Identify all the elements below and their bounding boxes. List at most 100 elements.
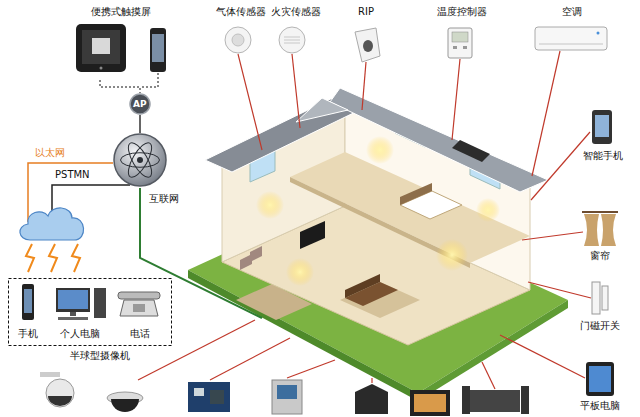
door-phone-icon [272, 380, 302, 414]
house-illustration [345, 274, 380, 298]
touch-phone-icon [150, 28, 166, 72]
node-label: AP [133, 99, 147, 110]
personal-computer-icon [94, 288, 106, 318]
node-label: 电话 [130, 328, 150, 340]
network-cloud [20, 208, 84, 240]
device-label: 空调 [562, 6, 582, 18]
device-label: 温度控制器 [437, 6, 487, 18]
air-conditioner-icon [539, 44, 603, 45]
wireless-bolt [49, 244, 57, 272]
house-illustration [300, 221, 325, 249]
personal-computer-icon [56, 288, 106, 320]
control-board-icon [188, 382, 230, 412]
motion-sensor-icon [355, 28, 380, 62]
leader-line [371, 378, 372, 383]
telephone-icon [133, 304, 145, 312]
touch-tablet-icon [100, 67, 103, 70]
door-contact-icon [602, 286, 608, 310]
tablet-icon [589, 366, 611, 392]
device-label: RIP [358, 6, 374, 18]
device-label: 门磁开关 [580, 320, 620, 332]
wireless-bolt [72, 244, 80, 272]
curtain-icon [601, 214, 616, 246]
access-point-circle: AP [129, 93, 151, 115]
telephone-icon [120, 300, 158, 316]
motion-sensor-icon [363, 40, 373, 52]
gas-sensor-icon [232, 34, 244, 46]
house-illustration [400, 183, 432, 205]
leader-line [292, 54, 300, 128]
tablet-icon [586, 362, 614, 396]
touch-screen-group: 便携式触摸屏 [70, 4, 172, 80]
photo-frame-icon [414, 394, 446, 412]
house-illustration [240, 254, 252, 270]
leader-line [522, 232, 583, 240]
device-label: 以太网 [35, 147, 65, 159]
dome-camera-icon [40, 372, 143, 412]
house-illustration [188, 88, 568, 401]
node-label: 便携式触摸屏 [91, 6, 151, 18]
device-label: 平板电脑 [580, 400, 620, 412]
control-board-icon [210, 390, 224, 404]
leader-line [452, 59, 460, 140]
air-conditioner-icon [535, 27, 607, 50]
house-illustration [436, 239, 468, 271]
fire-sensor-icon [279, 27, 305, 53]
device-label: PSTMN [55, 169, 90, 181]
wireless-bolt [26, 244, 34, 272]
fire-sensor-icon [279, 27, 305, 53]
leader-line [532, 51, 560, 176]
curtain-icon [582, 212, 618, 246]
personal-computer-icon [58, 290, 88, 309]
tablet-icon [586, 362, 614, 396]
leader-line [528, 282, 591, 298]
air-conditioner-icon [535, 27, 607, 50]
house-illustration [256, 191, 284, 219]
thermostat-icon [463, 46, 467, 49]
leader-line [362, 62, 366, 110]
touch-tablet-icon [92, 38, 110, 54]
leader-line [287, 360, 335, 378]
stereo-icon [462, 386, 529, 414]
leader-line [210, 338, 290, 380]
personal-computer-icon [70, 312, 76, 316]
node-label: 互联网 [149, 193, 179, 205]
gas-sensor-icon [225, 27, 251, 53]
thermostat-icon [453, 46, 457, 49]
dome-camera-icon [111, 399, 139, 412]
media-box-icon [355, 384, 388, 414]
mobile-phone-icon [22, 284, 34, 320]
leader-line [500, 335, 585, 378]
photo-frame-icon [410, 390, 450, 416]
house-illustration [286, 258, 314, 286]
touch-tablet-icon [76, 24, 126, 72]
door-phone-icon [277, 385, 297, 399]
device-label: 气体传感器 [216, 6, 266, 18]
dotted-wire [140, 73, 158, 87]
house-illustration [296, 98, 348, 122]
thermostat-icon [452, 32, 468, 42]
internet-globe: 互联网 [113, 133, 167, 187]
curtain-icon [582, 211, 618, 213]
gas-sensor-icon [225, 27, 251, 53]
control-board-icon [194, 388, 204, 396]
device-label: 半球型摄像机 [70, 350, 130, 362]
touch-tablet-icon [82, 30, 120, 64]
door-contact-icon [592, 282, 608, 314]
leader-line [482, 362, 495, 389]
motion-sensor-icon [355, 28, 380, 62]
house-illustration [366, 136, 394, 164]
leader-line [138, 51, 591, 389]
smart-phone-icon [595, 115, 609, 137]
dome-camera-icon [46, 379, 74, 407]
stereo-icon [521, 386, 529, 414]
stereo-icon [470, 390, 520, 412]
thermostat-icon [448, 28, 472, 58]
air-conditioner-icon [597, 32, 600, 35]
connector-line [139, 115, 141, 133]
touch-phone-icon [150, 28, 166, 72]
dome-camera-icon [48, 396, 72, 406]
stereo-icon [462, 386, 470, 414]
house-illustration [452, 140, 490, 162]
node-label: 个人电脑 [60, 328, 100, 340]
